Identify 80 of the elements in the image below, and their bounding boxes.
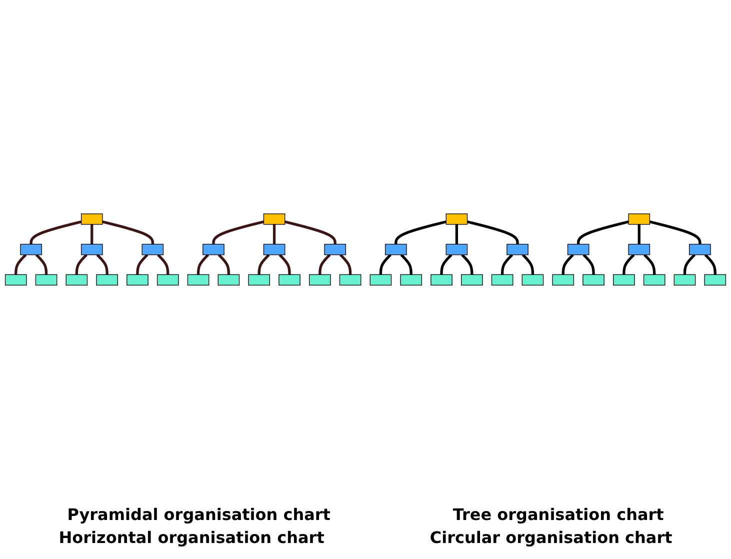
node-box — [309, 274, 331, 286]
node-box — [187, 274, 210, 286]
node-box — [446, 213, 468, 225]
node-box — [613, 274, 635, 286]
connector — [466, 220, 519, 244]
node-box — [461, 274, 483, 286]
node-box — [491, 274, 514, 286]
connector — [643, 254, 656, 275]
connector — [136, 254, 148, 275]
node-box — [370, 274, 392, 286]
connector — [278, 254, 291, 275]
connector — [649, 220, 702, 244]
connector — [522, 254, 534, 275]
connector — [30, 220, 82, 244]
node-box — [522, 274, 544, 286]
connector — [582, 254, 595, 275]
connector — [339, 254, 352, 275]
node-box — [385, 244, 407, 256]
connector — [272, 224, 276, 244]
connector — [212, 220, 264, 244]
connector — [284, 220, 336, 244]
connector — [683, 254, 696, 275]
connector — [218, 254, 230, 275]
node-box — [689, 244, 711, 256]
chart-caption: Tree organisation chart — [452, 505, 664, 524]
connector — [501, 254, 514, 275]
node-box — [66, 274, 88, 286]
connector — [577, 220, 629, 244]
connector — [622, 254, 635, 275]
connector — [196, 254, 210, 275]
node-box — [248, 274, 270, 286]
connector — [461, 254, 474, 275]
node-box — [142, 244, 164, 256]
connector — [704, 254, 716, 275]
connector — [157, 254, 170, 275]
node-box — [20, 244, 42, 256]
node-box — [35, 274, 58, 286]
node-box — [4, 274, 27, 286]
node-box — [674, 274, 696, 286]
node-box — [567, 244, 590, 256]
chart-caption: Horizontal organisation chart — [58, 528, 324, 547]
connector — [75, 254, 88, 275]
connector — [90, 224, 94, 244]
node-box — [643, 274, 666, 286]
chart-caption: Circular organisation chart — [430, 528, 672, 547]
connector — [102, 220, 154, 244]
connector — [318, 254, 331, 275]
node-box — [704, 274, 726, 286]
node-box — [506, 244, 528, 256]
node-box — [430, 274, 452, 286]
node-box — [126, 274, 148, 286]
node-box — [202, 244, 224, 256]
node-box — [582, 274, 604, 286]
node-box — [218, 274, 240, 286]
connector — [258, 254, 270, 275]
connector — [96, 254, 108, 275]
node-box — [278, 274, 300, 286]
node-box — [324, 244, 346, 256]
connector — [379, 254, 392, 275]
node-box — [446, 244, 468, 256]
connector — [14, 254, 27, 275]
node-box — [400, 274, 422, 286]
node-box — [339, 274, 362, 286]
node-box — [263, 244, 286, 256]
connector — [455, 224, 458, 244]
node-box — [80, 213, 103, 225]
node-box — [628, 244, 650, 256]
node-box — [80, 244, 103, 256]
node-box — [263, 213, 286, 225]
connector — [400, 254, 412, 275]
connector — [35, 254, 48, 275]
node-box — [156, 274, 179, 286]
connector — [638, 224, 640, 244]
node-box — [96, 274, 118, 286]
connector — [440, 254, 452, 275]
connector — [394, 220, 446, 244]
node-box — [552, 274, 574, 286]
connector — [562, 254, 574, 275]
node-box — [628, 213, 650, 225]
chart-caption: Pyramidal organisation chart — [67, 505, 330, 524]
